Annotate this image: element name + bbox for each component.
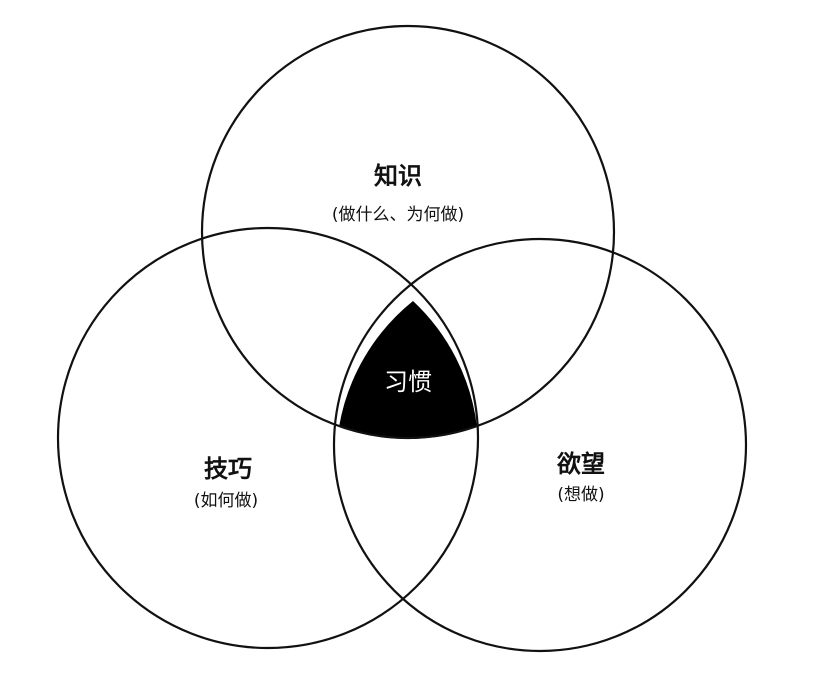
skills-circle — [56, 226, 480, 650]
knowledge-title: 知识 — [374, 162, 422, 190]
skills-title: 技巧 — [204, 455, 252, 483]
desire-subtitle: (想做) — [557, 485, 604, 505]
knowledge-subtitle: (做什么、为何做) — [332, 205, 464, 225]
desire-title: 欲望 — [556, 450, 605, 478]
habit-label: 习惯 — [384, 368, 432, 396]
desire-circle — [332, 237, 748, 653]
knowledge-circle — [200, 24, 616, 440]
skills-subtitle: (如何做) — [194, 491, 258, 511]
habit-intersection-region — [339, 301, 477, 439]
